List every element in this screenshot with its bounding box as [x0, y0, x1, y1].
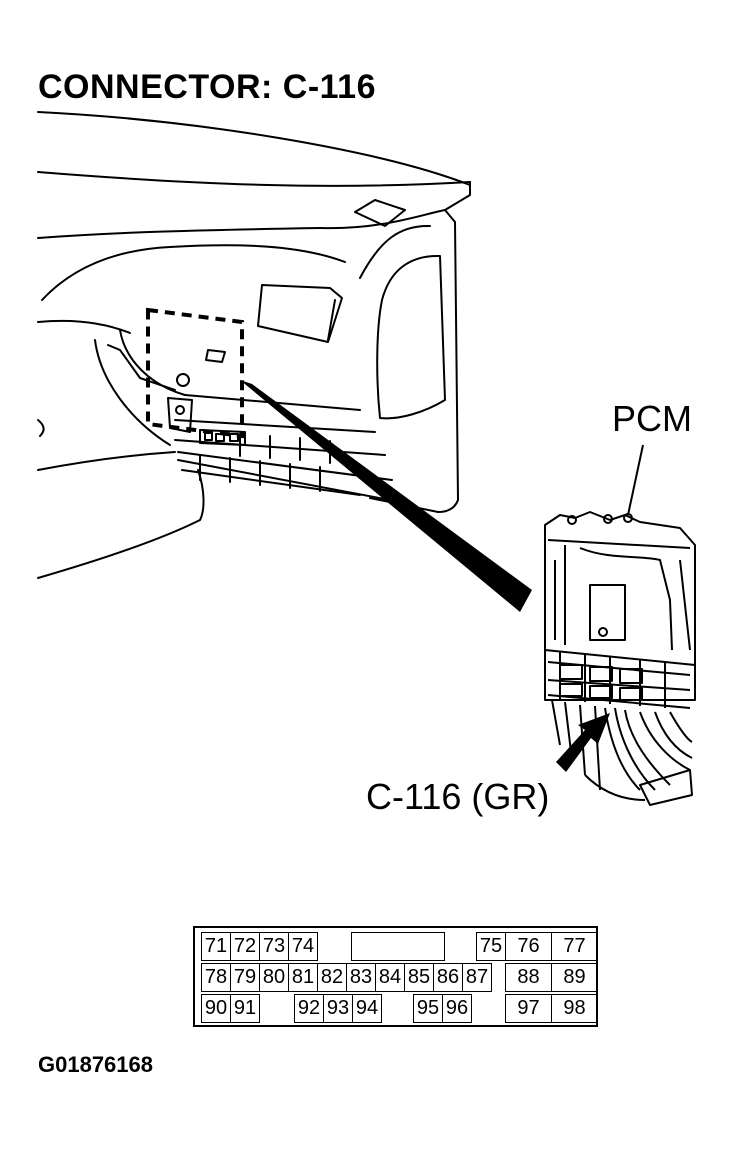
pin-cell: 77: [551, 932, 598, 961]
pin-cell: 95: [413, 994, 443, 1023]
pin-cell: 80: [259, 963, 289, 992]
pcm-label: PCM: [612, 398, 692, 439]
pin-cell: 93: [323, 994, 353, 1023]
connector-callout-label: C-116 (GR): [366, 776, 550, 817]
pin-cell: 98: [551, 994, 598, 1023]
pin-cell: 71: [201, 932, 231, 961]
pin-cell: 79: [230, 963, 260, 992]
pin-cell: 78: [201, 963, 231, 992]
pin-cell: 74: [288, 932, 318, 961]
connector-title: CONNECTOR: C-116: [38, 68, 376, 106]
pin-cell: 90: [201, 994, 231, 1023]
pin-cell: 73: [259, 932, 289, 961]
figure-id: G01876168: [38, 1052, 153, 1077]
pin-cell: 91: [230, 994, 260, 1023]
pin-cell: 92: [294, 994, 324, 1023]
pin-cell: 84: [375, 963, 405, 992]
pin-cell: 87: [462, 963, 492, 992]
vehicle-dashboard-illustration: [37, 111, 696, 806]
pin-cell: 83: [346, 963, 376, 992]
pin-cell: 72: [230, 932, 260, 961]
pin-cell: 82: [317, 963, 347, 992]
keyway-blank: [351, 932, 445, 961]
pin-cell: 97: [505, 994, 552, 1023]
pin-cell: 96: [442, 994, 472, 1023]
pin-cell: 89: [551, 963, 598, 992]
pin-cell: 75: [476, 932, 506, 961]
pin-cell: 94: [352, 994, 382, 1023]
connector-pinout-face: 71 72 73 74 75 76 77 78 79 80 81 82 83 8…: [193, 926, 598, 1027]
pin-cell: 85: [404, 963, 434, 992]
pin-cell: 86: [433, 963, 463, 992]
pin-cell: 88: [505, 963, 552, 992]
pin-cell: 81: [288, 963, 318, 992]
pin-cell: 76: [505, 932, 552, 961]
